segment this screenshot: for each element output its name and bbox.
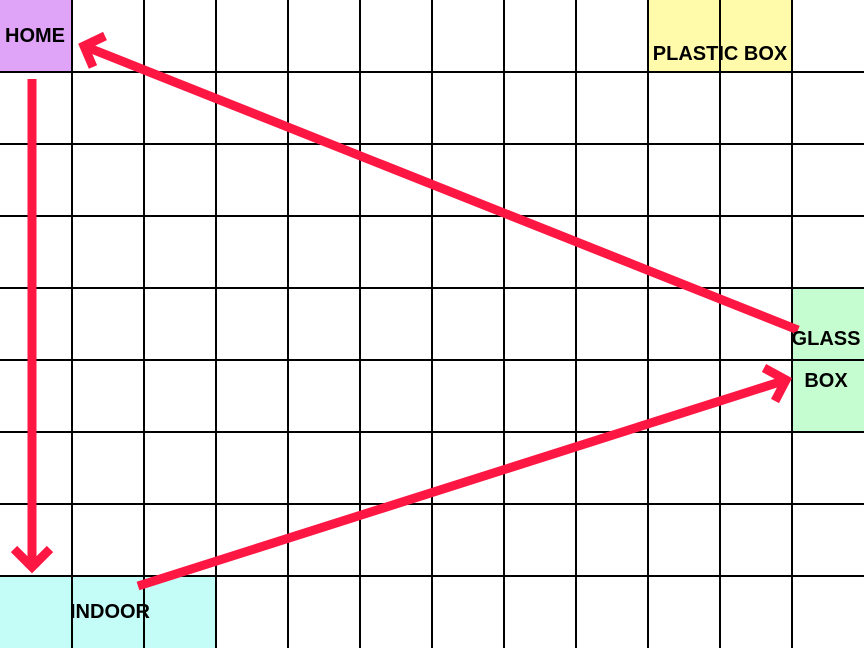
indoor-label: INDOOR — [70, 601, 151, 623]
home-label: HOME — [5, 25, 65, 47]
arrow-home-to-indoor — [10, 79, 54, 574]
plastic-box-label: PLASTIC BOX — [653, 43, 788, 65]
glass-label: GLASS — [792, 328, 861, 350]
indoor-zone — [0, 576, 216, 648]
home-zone — [0, 0, 72, 72]
arrow-glass-box-to-home — [78, 31, 800, 335]
arrows — [10, 31, 800, 591]
arrow-indoor-to-glass-box — [136, 364, 793, 591]
box-label: BOX — [804, 370, 848, 392]
